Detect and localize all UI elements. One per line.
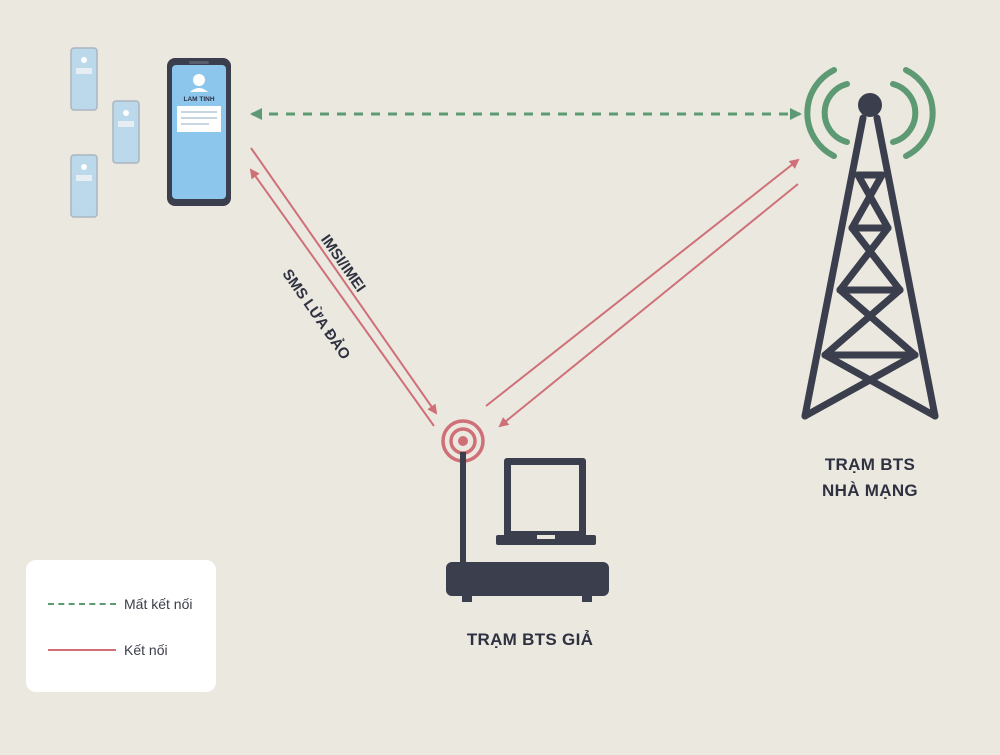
legend-item-connected: Kết nối xyxy=(48,642,168,658)
fake-bts-label: TRẠM BTS GIẢ xyxy=(466,630,594,649)
fake-bts-device xyxy=(441,419,609,602)
signal-wave-right-outer xyxy=(903,67,936,159)
sms-arrow xyxy=(249,168,435,427)
tower-label-line-2: NHÀ MẠNG xyxy=(822,481,918,500)
imsi-arrow xyxy=(250,147,438,415)
small-phone-1 xyxy=(70,47,98,111)
legend: Mất kết nối Kết nối xyxy=(26,560,216,692)
phone-name-text: LAM TINH xyxy=(183,96,214,103)
signal-wave-left-outer xyxy=(804,67,837,159)
legend-item-lost: Mất kết nối xyxy=(48,596,192,612)
legend-swatch-dashed xyxy=(48,603,116,605)
legend-label-connected: Kết nối xyxy=(124,642,168,658)
legend-swatch-solid xyxy=(48,649,116,651)
small-phone-2 xyxy=(112,100,140,164)
tower-label-line-1: TRẠM BTS xyxy=(824,455,916,474)
tower-label: TRẠM BTS NHÀ MẠNG xyxy=(810,452,930,504)
small-phone-3 xyxy=(70,154,98,218)
legend-label-lost: Mất kết nối xyxy=(124,596,193,612)
router-body xyxy=(446,562,609,596)
laptop-icon xyxy=(496,458,596,545)
signal-wave-left-inner xyxy=(821,81,850,145)
main-phone: LAM TINH xyxy=(167,58,231,206)
cell-tower xyxy=(801,67,939,420)
fake-to-tower-arrow xyxy=(485,158,800,407)
tower-to-fake-arrow xyxy=(498,183,799,428)
signal-wave-right-inner xyxy=(890,81,919,145)
